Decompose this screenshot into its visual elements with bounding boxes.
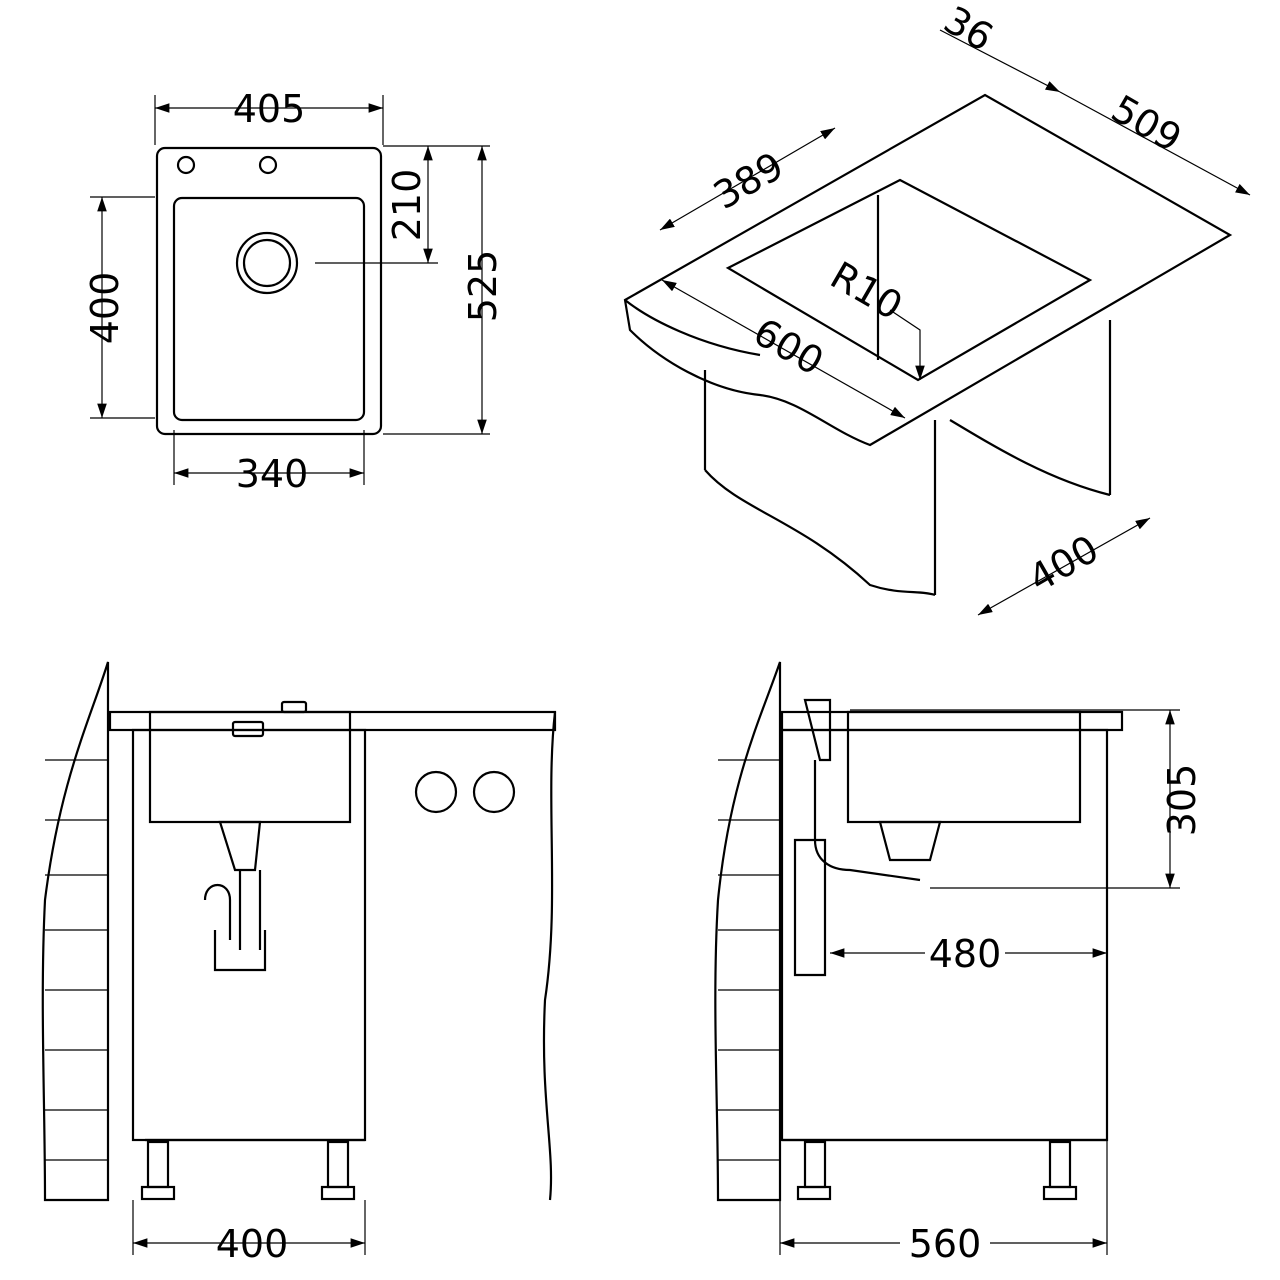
dim-400-iso: 400 xyxy=(1021,527,1106,601)
side-view: 305 480 560 xyxy=(714,661,1204,1266)
isometric-view: 36 509 389 R10 600 400 xyxy=(623,0,1251,616)
dim-210: 210 xyxy=(385,169,429,242)
dim-r10: R10 xyxy=(823,253,910,328)
front-view: 400 xyxy=(41,661,557,1266)
dim-560: 560 xyxy=(909,1222,982,1266)
dim-305: 305 xyxy=(1160,764,1204,837)
dim-405: 405 xyxy=(233,87,306,131)
dim-509: 509 xyxy=(1104,87,1189,161)
dim-389: 389 xyxy=(706,144,791,218)
dim-525: 525 xyxy=(461,250,505,323)
top-view: 405 400 340 210 525 xyxy=(83,87,505,496)
dim-36: 36 xyxy=(937,0,1001,60)
dim-400-front: 400 xyxy=(216,1222,289,1266)
dim-400-top: 400 xyxy=(83,272,127,345)
dim-480: 480 xyxy=(929,932,1002,976)
dim-340: 340 xyxy=(236,452,309,496)
